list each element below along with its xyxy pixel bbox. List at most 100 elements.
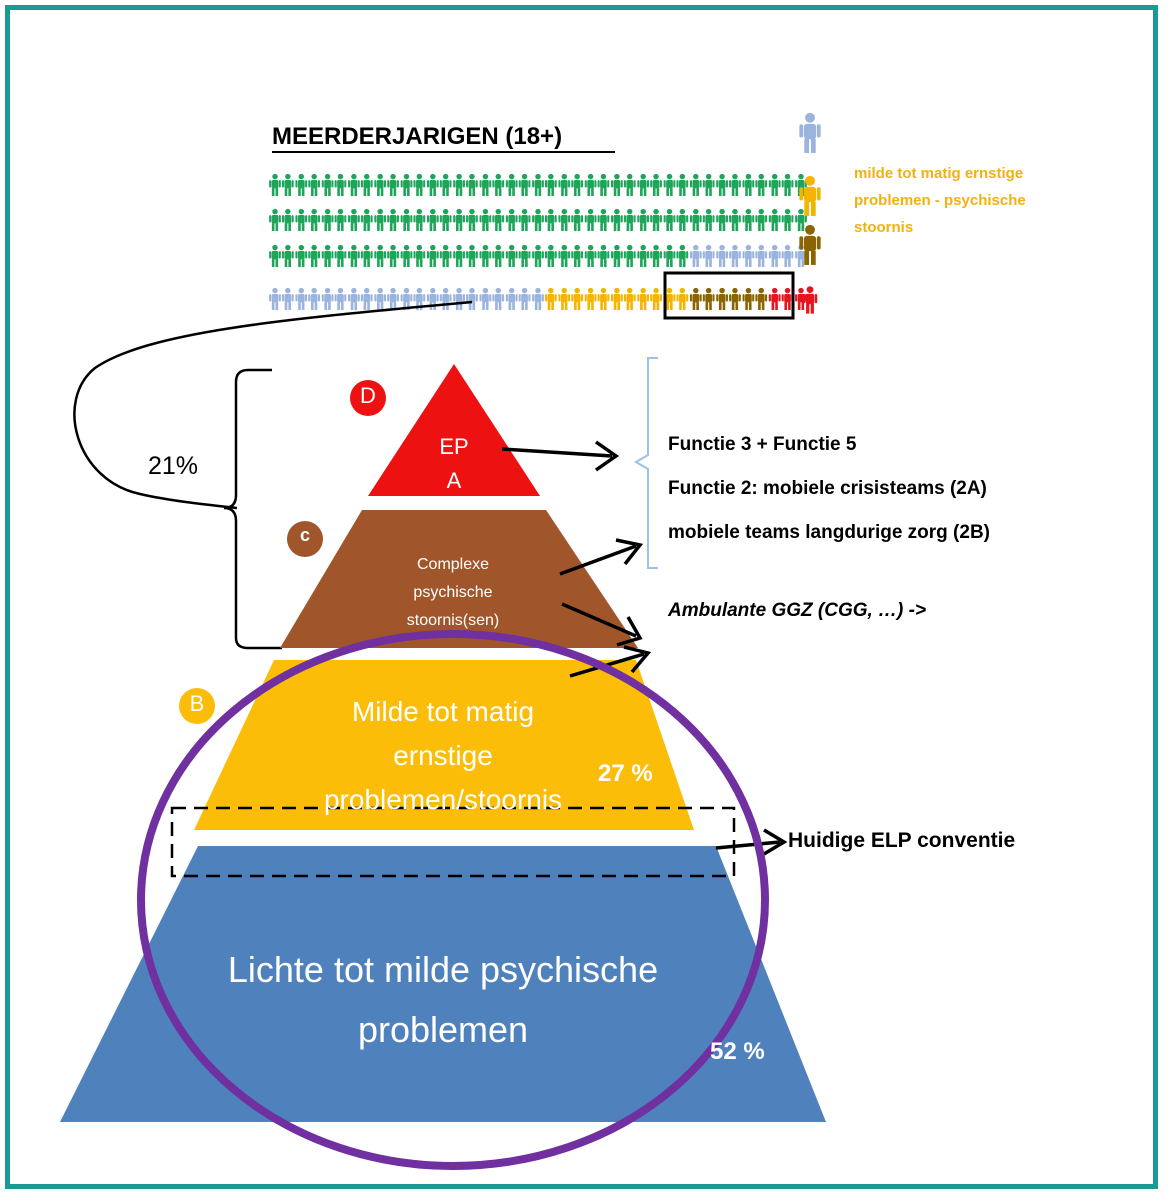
person-icon-green (453, 208, 465, 232)
level-c-text: Complexe psychische stoornis(sen) (383, 551, 523, 635)
person-icon-green (269, 244, 281, 268)
level-b-line: problemen/stoornis (323, 784, 563, 815)
person-icon-green (544, 244, 557, 268)
person-icon-green (532, 208, 544, 232)
person-icon-green (663, 208, 676, 232)
person-icon-green (387, 173, 399, 197)
legend-label-line: milde tot matig ernstige (854, 165, 1024, 182)
person-icon-green (702, 208, 715, 232)
person-icon-green (348, 173, 360, 197)
person-icon-green (492, 244, 505, 268)
badge-d (350, 380, 386, 416)
level-a-percent: 52 % (710, 1038, 765, 1065)
person-icon-lightblue (360, 287, 373, 311)
person-icon-green (505, 244, 518, 268)
legend-person-icon-red (802, 286, 818, 314)
person-icon-green (387, 244, 399, 268)
person-icon-green (689, 208, 702, 232)
legend-person-icon-lightblue (799, 112, 821, 153)
person-icon-lightblue (518, 287, 531, 311)
person-icon-green (532, 173, 544, 197)
highlight-box (663, 271, 795, 320)
person-icon-red (768, 287, 781, 311)
person-icon-green (781, 208, 794, 232)
person-icon-green (597, 173, 610, 197)
level-b-text: Milde tot matig ernstige problemen/stoor… (293, 690, 593, 822)
person-icon-lightblue (742, 244, 755, 268)
person-icon-green (281, 208, 294, 232)
person-icon-lightblue (374, 287, 387, 311)
person-icon-green (466, 208, 478, 232)
person-icon-green (729, 208, 741, 232)
level-a-text: Lichte tot milde psychische problemen (170, 940, 716, 1060)
person-icon-green (281, 173, 294, 197)
person-icon-green (400, 173, 413, 197)
person-icon-lightblue (532, 287, 544, 311)
level-d-text: EP A (414, 430, 494, 498)
person-icon-lightblue (269, 287, 281, 311)
person-icon-green (374, 173, 387, 197)
person-icon-green (716, 208, 728, 232)
person-icon-green (439, 208, 452, 232)
person-icon-brown (716, 287, 728, 311)
person-icon-green (571, 208, 584, 232)
person-icon-green (269, 173, 281, 197)
person-icon-lightblue (768, 244, 781, 268)
person-icon-brown (742, 287, 755, 311)
left-curly-bracket (223, 368, 282, 650)
person-icon-yellow (676, 287, 689, 311)
level-b-percent: 27 % (598, 760, 653, 787)
person-icon-green (453, 244, 465, 268)
person-icon-green (558, 208, 571, 232)
function-line: mobiele teams langdurige zorg (2B) (668, 522, 990, 543)
person-icon-green (492, 208, 505, 232)
person-icon-lightblue (781, 244, 794, 268)
person-icon-lightblue (729, 244, 741, 268)
arrow-d-head (594, 440, 620, 472)
person-icon-green (623, 173, 636, 197)
person-icon-lightblue (702, 244, 715, 268)
function-line: Functie 2: mobiele crisisteams (2A) (668, 478, 987, 499)
person-icon-lightblue (505, 287, 518, 311)
person-icon-green (611, 208, 623, 232)
person-icon-green (334, 208, 347, 232)
person-icon-green (505, 173, 518, 197)
person-icon-green (650, 244, 662, 268)
person-icon-green (269, 208, 281, 232)
arrow-c1 (559, 544, 637, 576)
arrow-d (501, 447, 613, 458)
arrow-c1-head (615, 538, 644, 566)
person-icon-green (400, 208, 413, 232)
arrow-elp (715, 840, 781, 850)
person-icon-green (676, 244, 689, 268)
person-icon-lightblue (387, 287, 399, 311)
person-icon-green (611, 173, 623, 197)
person-icon-green (466, 244, 478, 268)
person-icon-green (729, 173, 741, 197)
person-icon-yellow (637, 287, 650, 311)
person-icon-yellow (571, 287, 584, 311)
people-icon-grid (269, 173, 807, 311)
person-icon-green (295, 244, 308, 268)
person-icon-green (400, 244, 413, 268)
person-icon-green (755, 208, 768, 232)
level-a-line: Lichte tot milde psychische (227, 949, 659, 990)
person-icon-green (650, 208, 662, 232)
badge-c (287, 521, 323, 557)
teal-frame (5, 5, 1158, 1189)
level-c-trapezoid (280, 510, 638, 648)
person-icon-green (479, 208, 492, 232)
ambulant-annotation: Ambulante GGZ (CGG, …) -> (668, 600, 927, 621)
function-line: Functie 3 + Functie 5 (668, 434, 857, 455)
person-icon-green (360, 244, 373, 268)
person-icon-green (308, 208, 321, 232)
person-icon-green (716, 173, 728, 197)
person-icon-green (518, 244, 531, 268)
level-c-line: stoornis(sen) (406, 612, 500, 629)
badge-b-label: B (189, 691, 205, 716)
level-b-trapezoid (194, 660, 694, 830)
person-icon-yellow (623, 287, 636, 311)
person-icon-green (663, 244, 676, 268)
arrow-b-head (623, 645, 652, 674)
elp-dashed-box (170, 806, 736, 878)
